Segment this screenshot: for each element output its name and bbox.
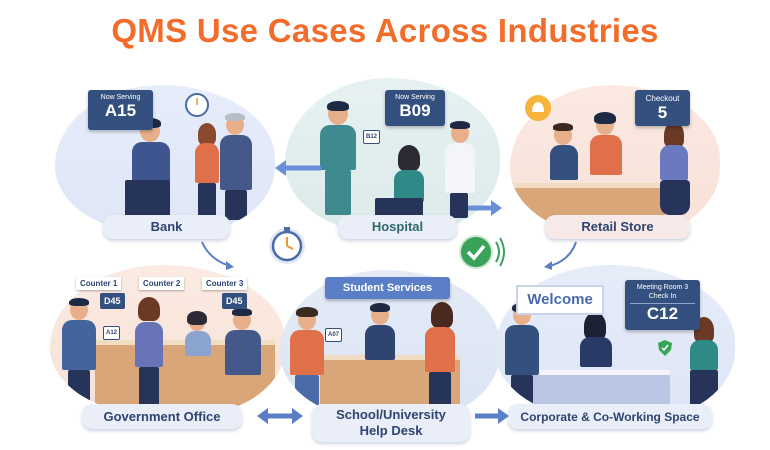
- stopwatch-icon: [269, 227, 305, 264]
- government-office-scene: [50, 265, 285, 415]
- arrow-icon: [475, 408, 509, 424]
- token-display: D45: [222, 293, 247, 309]
- hospital-label: Hospital: [338, 215, 457, 239]
- bank-label: Bank: [103, 215, 230, 239]
- retail-store-label: Retail Store: [545, 215, 690, 239]
- student-services-sign: Student Services: [325, 277, 450, 299]
- hospital-ticket: B12: [363, 130, 381, 144]
- school-help-desk-label: School/University Help Desk: [312, 404, 470, 442]
- curved-arrow-icon: [201, 241, 234, 270]
- bell-icon: [525, 95, 551, 121]
- counter-3-sign: Counter 3: [202, 277, 248, 290]
- welcome-sign: Welcome: [516, 285, 604, 315]
- sign-caption: Checkout: [645, 94, 680, 103]
- arrow-icon: [275, 160, 321, 176]
- clock-icon: [185, 93, 209, 117]
- sign-number: B09: [399, 101, 431, 120]
- check-icon: [459, 235, 505, 269]
- school-ticket: A07: [325, 328, 343, 342]
- government-office-label: Government Office: [82, 404, 242, 429]
- counter-2-sign: Counter 2: [139, 277, 185, 290]
- token-display: D45: [100, 293, 125, 309]
- bank-now-serving-display: Now Serving A15: [88, 90, 153, 130]
- double-arrow-icon: [257, 408, 303, 424]
- shield-check-icon: [658, 340, 672, 356]
- meeting-room-display: Meeting Room 3 Check In C12: [625, 280, 700, 330]
- checkout-display: Checkout 5: [635, 90, 690, 126]
- sign-number: A15: [104, 101, 137, 120]
- sign-caption: Meeting Room 3 Check In: [636, 284, 689, 300]
- hospital-now-serving-display: Now Serving B09: [385, 90, 445, 126]
- bank-scene: [55, 85, 275, 233]
- corporate-coworking-label: Corporate & Co-Working Space: [508, 404, 712, 429]
- sign-caption: Now Serving: [100, 94, 141, 101]
- curved-arrow-icon: [544, 241, 577, 270]
- sign-caption: Now Serving: [395, 94, 435, 101]
- government-ticket: A12: [103, 326, 121, 340]
- school-help-desk-scene: [280, 270, 500, 420]
- page-title: QMS Use Cases Across Industries: [111, 12, 659, 49]
- arrow-icon: [468, 200, 502, 216]
- sign-number: 5: [657, 103, 668, 122]
- counter-1-sign: Counter 1: [76, 277, 122, 290]
- sign-number: C12: [630, 303, 695, 324]
